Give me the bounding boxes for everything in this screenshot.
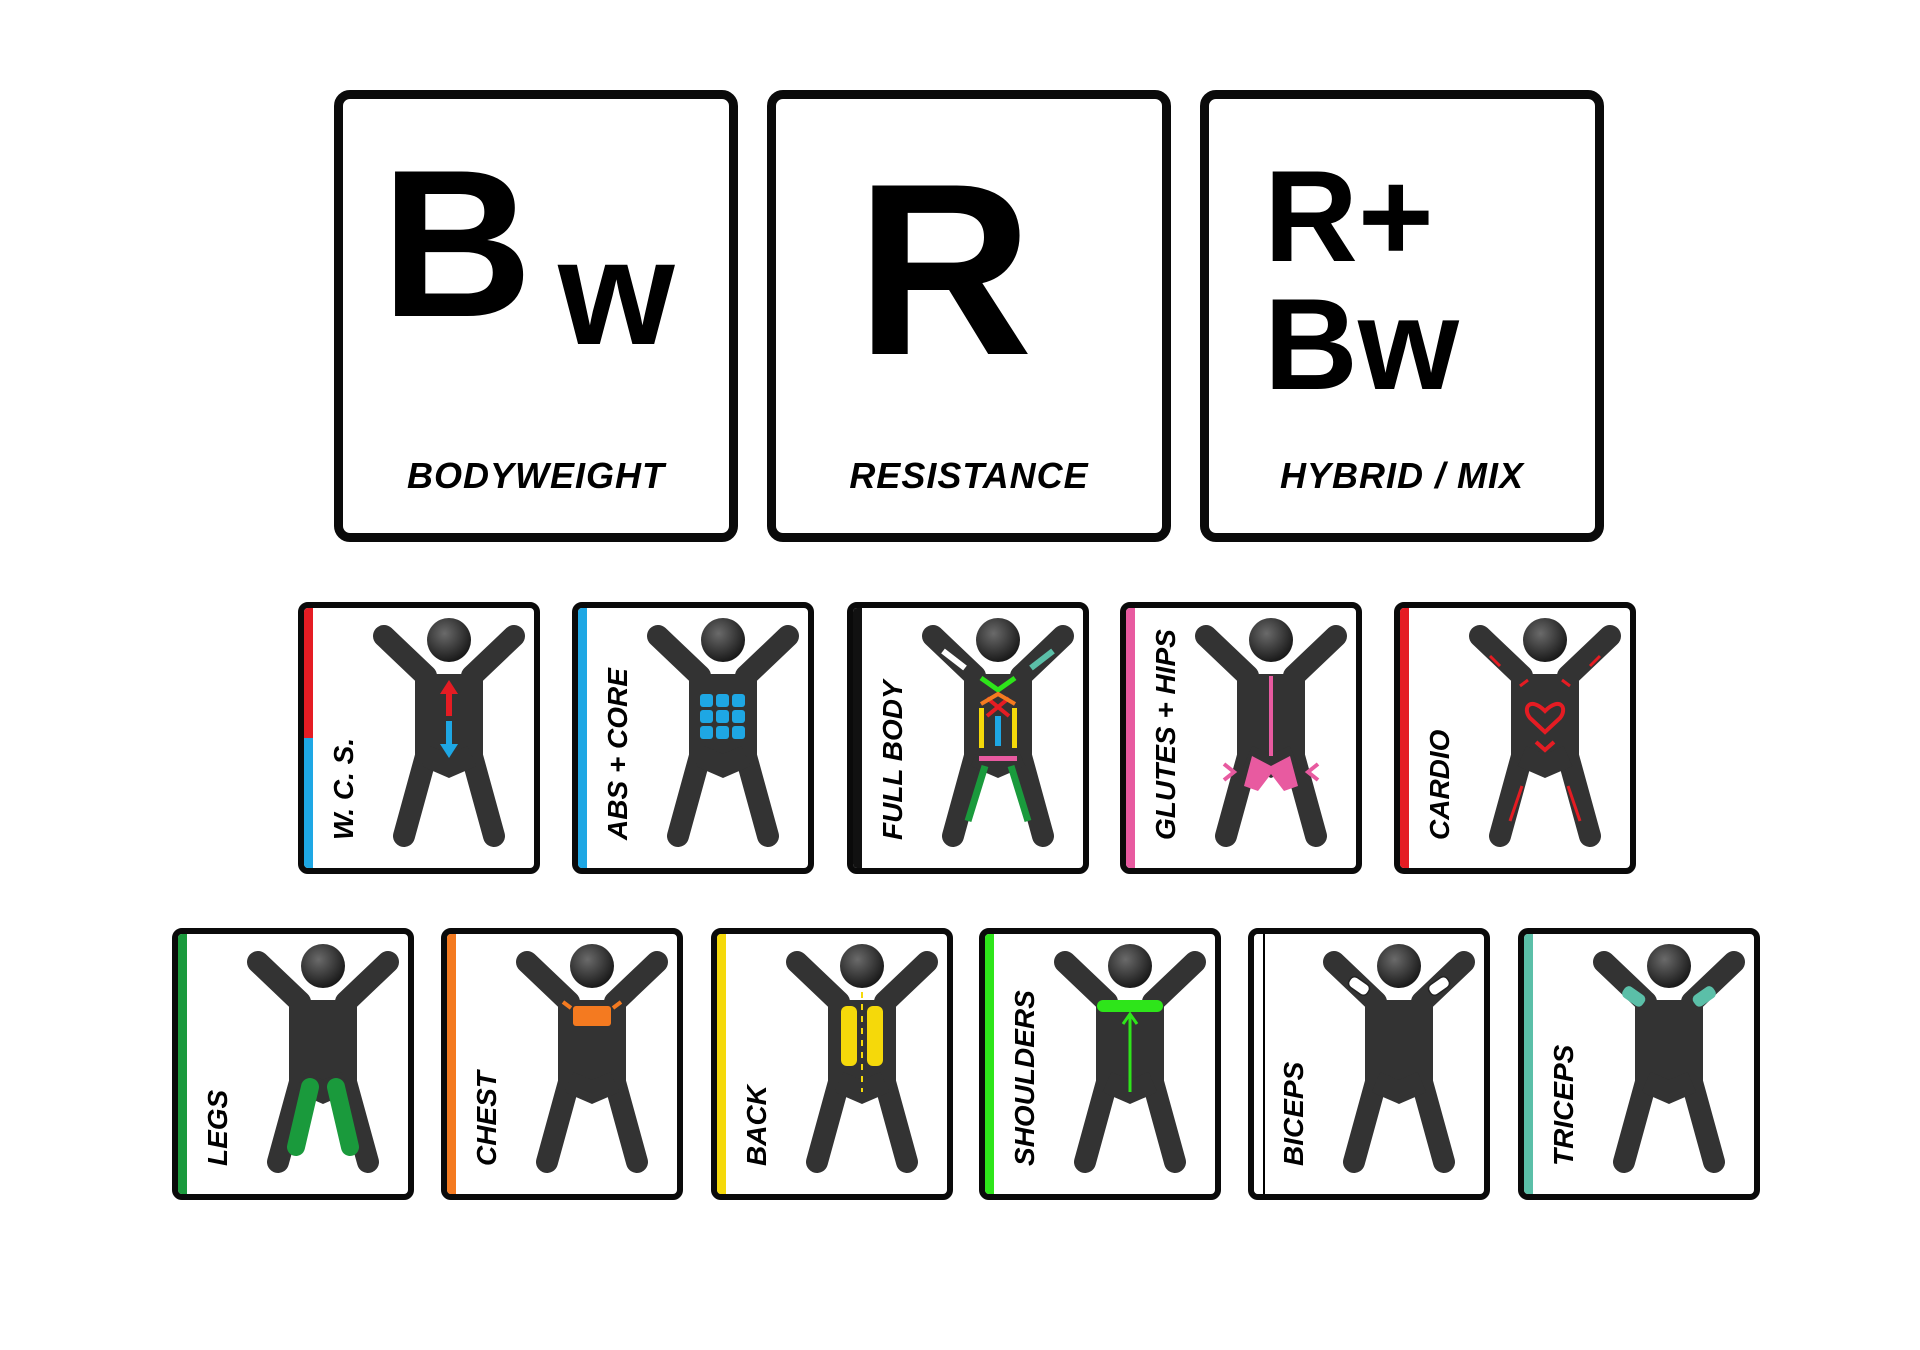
muscle-label: ABS + CORE [602,668,633,840]
type-letter-w: w [558,208,675,376]
full-body-figure-icon [922,618,1074,847]
muscle-tile-biceps[interactable]: BICEPS [1248,928,1490,1200]
wcs-figure-icon [373,618,525,847]
muscle-label: CHEST [471,1071,502,1166]
color-stripe [304,738,313,868]
muscle-tile-glutes[interactable]: GLUTES + HIPS [1120,602,1362,874]
color-stripe [985,934,994,1194]
muscle-tile-triceps[interactable]: TRICEPS [1518,928,1760,1200]
muscle-label: CARDIO [1424,729,1455,840]
muscle-label: W. C. S. [328,737,359,840]
muscle-label: GLUTES + HIPS [1150,629,1181,840]
color-stripe [578,608,587,868]
muscle-label: SHOULDERS [1009,990,1040,1166]
color-stripe [1254,934,1265,1194]
muscle-label: TRICEPS [1548,1044,1579,1166]
abs-figure-icon [647,618,799,847]
muscle-tile-legs[interactable]: LEGS [172,928,414,1200]
color-stripe [1126,608,1135,868]
muscle-tile-cardio[interactable]: CARDIO [1394,602,1636,874]
color-stripe [1400,608,1409,868]
type-caption: RESISTANCE [849,455,1089,496]
cardio-figure-icon [1469,618,1621,847]
type-tile-hybrid[interactable]: R+ Bw HYBRID / MIX [1200,90,1604,542]
muscle-tile-back[interactable]: BACK [711,928,953,1200]
shoulders-figure-icon [1054,944,1206,1173]
muscle-tile-shoulders[interactable]: SHOULDERS [979,928,1221,1200]
type-letters-bw: Bw [1264,271,1459,417]
biceps-figure-icon [1323,944,1475,1173]
color-stripe [853,608,862,868]
color-stripe [717,934,726,1194]
color-stripe [1524,934,1533,1194]
glutes-figure-icon [1195,618,1347,847]
muscle-tile-abs[interactable]: ABS + CORE [572,602,814,874]
muscle-label: LEGS [202,1089,233,1166]
muscle-tile-wcs[interactable]: W. C. S. [298,602,540,874]
type-tile-bodyweight[interactable]: B w BODYWEIGHT [334,90,738,542]
type-letter-r: R [856,132,1033,406]
color-stripe [178,934,187,1194]
type-tile-resistance[interactable]: R RESISTANCE [767,90,1171,542]
legs-figure-icon [247,944,399,1173]
type-caption: BODYWEIGHT [407,455,665,496]
type-letters-r-plus: R+ [1264,143,1434,289]
type-letter-b: B [381,126,533,361]
type-caption: HYBRID / MIX [1279,455,1524,496]
muscle-label: BACK [741,1085,772,1166]
color-stripe [304,608,313,738]
triceps-figure-icon [1593,944,1745,1173]
chest-figure-icon [516,944,668,1173]
muscle-label: BICEPS [1278,1061,1309,1166]
back-figure-icon [786,944,938,1173]
color-stripe [447,934,456,1194]
muscle-tile-chest[interactable]: CHEST [441,928,683,1200]
muscle-label: FULL BODY [877,680,908,840]
muscle-tile-fullbody[interactable]: FULL BODY [847,602,1089,874]
